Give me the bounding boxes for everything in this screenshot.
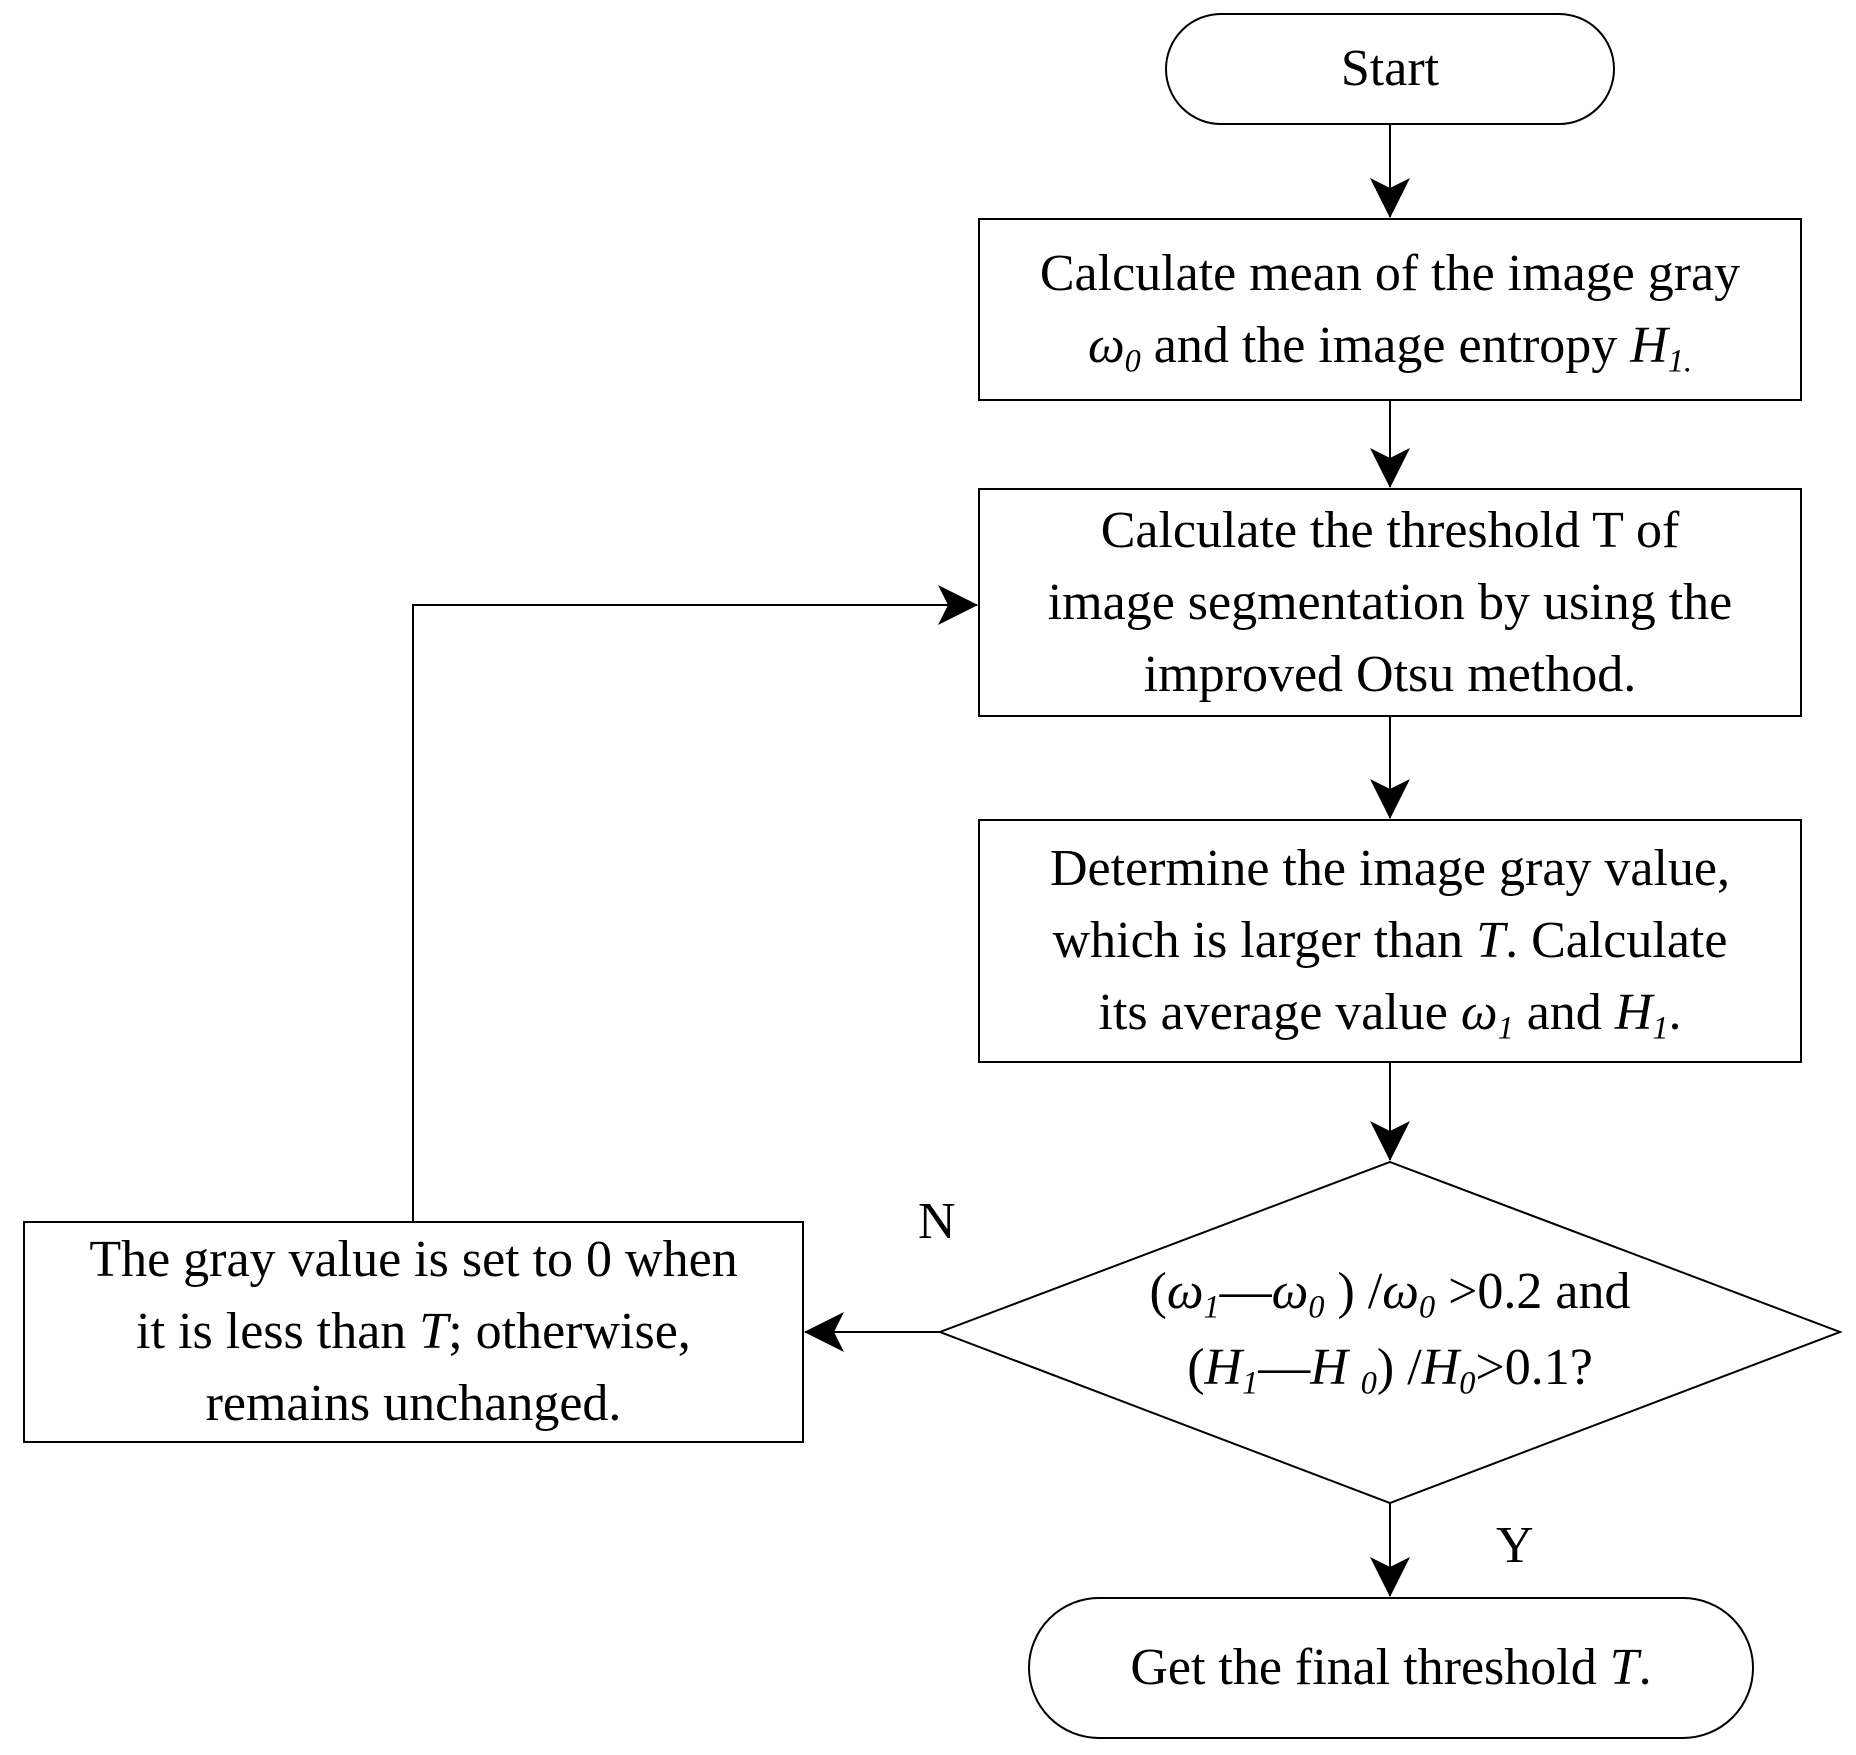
decision-text: (ω1—ω0 ) /ω0 >0.2 and (H1—H 0) /H0>0.1? [1000, 1230, 1780, 1430]
step-calc-mean-box [978, 218, 1802, 401]
reset-line3: remains unchanged. [205, 1375, 622, 1432]
end-label: Get the final threshold T. [1130, 1632, 1651, 1704]
step3-line3: its average value ω1 and H1. [1099, 977, 1682, 1049]
end-label-a: Get the final threshold [1130, 1639, 1610, 1696]
step1-line1: Calculate mean of the image gray [1039, 244, 1741, 302]
omega-subscript: 1 [1203, 1288, 1220, 1325]
step-calc-mean-text: Calculate mean of the image gray ω0 and … [979, 219, 1801, 400]
entropy-symbol: H [1310, 1339, 1361, 1396]
step2-line2: image segmentation by using the [1047, 573, 1733, 631]
arrow-reset-loop-to-step2 [412, 585, 978, 1222]
decision-line1: (ω1—ω0 ) /ω0 >0.2 and [1149, 1254, 1630, 1330]
start-label: Start [1340, 40, 1440, 97]
entropy-subscript: 1 [1242, 1364, 1259, 1401]
omega-subscript: 0 [1418, 1288, 1436, 1325]
entropy-symbol: H [1630, 316, 1668, 374]
step-determine-gray-text: Determine the image gray value, which is… [979, 820, 1801, 1062]
step-determine-gray-box [978, 819, 1802, 1063]
entropy-symbol: H [1204, 1339, 1243, 1396]
minus-sign: — [1219, 1263, 1272, 1320]
step3-end: . [1668, 984, 1682, 1041]
end-terminal [1028, 1597, 1754, 1739]
step3-line2: which is larger than T. Calculate [1053, 905, 1728, 977]
omega-symbol: ω [1087, 316, 1125, 374]
step-calc-threshold-box [978, 488, 1802, 717]
entropy-symbol: H [1421, 1339, 1460, 1396]
branch-label-yes: Y [1496, 1517, 1534, 1574]
omega-subscript: 1 [1497, 1009, 1514, 1046]
omega-symbol: ω [1271, 1263, 1309, 1320]
reset-line2-b: ; otherwise, [448, 1303, 691, 1360]
omega-symbol: ω [1460, 984, 1498, 1041]
paren-open: ( [1149, 1263, 1167, 1320]
entropy-symbol: H [1614, 984, 1653, 1041]
end-label-wrap: Get the final threshold T. [1029, 1598, 1753, 1738]
entropy-subscript: 0 [1360, 1364, 1377, 1401]
step1-line2: ω0 and the image entropy H1. [1088, 310, 1692, 382]
step3-and: and [1513, 984, 1615, 1041]
decision-line1-mid: ) / [1324, 1263, 1383, 1320]
step3-line3-a: its average value [1098, 984, 1461, 1041]
step-calc-threshold-text: Calculate the threshold T of image segme… [979, 489, 1801, 716]
reset-line2-a: it is less than [136, 1303, 420, 1360]
threshold-symbol: T [1609, 1639, 1639, 1696]
step3-line1: Determine the image gray value, [1049, 840, 1731, 897]
step2-line3: improved Otsu method. [1143, 645, 1637, 703]
reset-line2: it is less than T; otherwise, [136, 1296, 691, 1368]
threshold-symbol: T [1476, 912, 1506, 969]
omega-subscript: 0 [1308, 1288, 1325, 1325]
end-label-b: . [1638, 1639, 1652, 1696]
minus-sign: — [1258, 1339, 1311, 1396]
entropy-subscript: 1 [1652, 1009, 1669, 1046]
step1-line2-mid: and the image entropy [1140, 316, 1631, 374]
decision-line2-end: >0.1? [1475, 1339, 1593, 1396]
omega-symbol: ω [1166, 1263, 1204, 1320]
reset-line1: The gray value is set to 0 when [89, 1231, 738, 1288]
decision-line2-mid: ) / [1376, 1339, 1422, 1396]
start-label-wrap: Start [1166, 14, 1614, 124]
threshold-symbol: T [419, 1303, 449, 1360]
branch-label-no: N [918, 1193, 956, 1250]
paren-open: ( [1187, 1339, 1205, 1396]
step3-line2-a: which is larger than [1052, 912, 1477, 969]
decision-line1-end: >0.2 and [1435, 1263, 1631, 1320]
entropy-subscript: 1. [1667, 342, 1693, 379]
decision-line2: (H1—H 0) /H0>0.1? [1187, 1330, 1593, 1406]
step3-line2-b: . Calculate [1505, 912, 1728, 969]
step2-line1: Calculate the threshold T of [1100, 501, 1680, 559]
step-reset-gray-text: The gray value is set to 0 when it is le… [24, 1222, 803, 1442]
omega-symbol: ω [1382, 1263, 1419, 1320]
omega-subscript: 0 [1124, 342, 1141, 379]
entropy-subscript: 0 [1459, 1364, 1476, 1401]
